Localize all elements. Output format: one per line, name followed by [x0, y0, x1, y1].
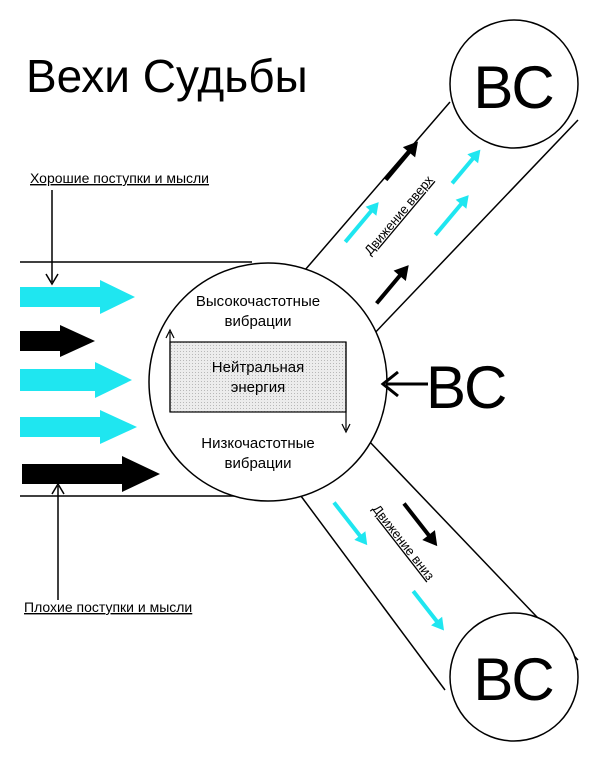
down-arrow-cyan-2 — [411, 589, 445, 631]
upper-band-line-left — [304, 101, 451, 271]
neutral-energy-box — [169, 341, 347, 413]
up-arrow-black-1 — [384, 141, 418, 182]
down-arrow-cyan-1 — [332, 501, 368, 546]
vs-bottom-circle — [449, 612, 579, 742]
input-arrow-cyan-2 — [20, 362, 132, 398]
up-arrow-cyan-3 — [433, 195, 469, 237]
vs-top-circle — [449, 19, 579, 149]
low-vibrations-label-line1: Низкочастотные — [201, 435, 314, 452]
vs-bottom-label: ВС — [473, 646, 554, 713]
upper-band-line-right — [369, 119, 579, 339]
neutral-energy-label-line1: Нейтральная — [212, 359, 304, 376]
neutral-energy-label-line2: энергия — [231, 379, 286, 396]
movement-down-label: Движение вниз — [369, 502, 437, 583]
good-deeds-label: Хорошие поступки и мысли — [30, 170, 209, 186]
up-arrow-black-2 — [375, 265, 409, 305]
vs-middle-arrow-head — [380, 370, 399, 398]
bad-deeds-label: Плохие поступки и мысли — [24, 599, 192, 615]
input-arrow-black-2 — [22, 456, 160, 492]
high-vibrations-label-line2: вибрации — [225, 313, 292, 330]
input-arrow-black-1 — [20, 325, 95, 357]
diagram-title: Вехи Судьбы — [26, 50, 308, 102]
up-indicator-head — [165, 328, 175, 339]
lower-band-arrows — [332, 501, 445, 631]
vs-top-label: ВС — [473, 54, 554, 121]
vs-middle-label: ВС — [426, 354, 507, 421]
input-arrow-cyan-1 — [20, 280, 135, 314]
good-deeds-pointer-head — [45, 273, 59, 286]
lower-band-line-left — [294, 487, 446, 691]
input-arrow-cyan-3 — [20, 410, 137, 444]
up-arrow-cyan-2 — [343, 202, 379, 244]
upper-band-arrows — [343, 141, 481, 305]
low-vibrations-label-line2: вибрации — [225, 455, 292, 472]
down-indicator-head — [341, 423, 351, 434]
movement-up-label: Движение вверх — [361, 172, 436, 258]
up-arrow-cyan-1 — [450, 149, 481, 185]
down-arrow-black-1 — [402, 502, 438, 547]
high-vibrations-label-line1: Высокочастотные — [196, 293, 320, 310]
